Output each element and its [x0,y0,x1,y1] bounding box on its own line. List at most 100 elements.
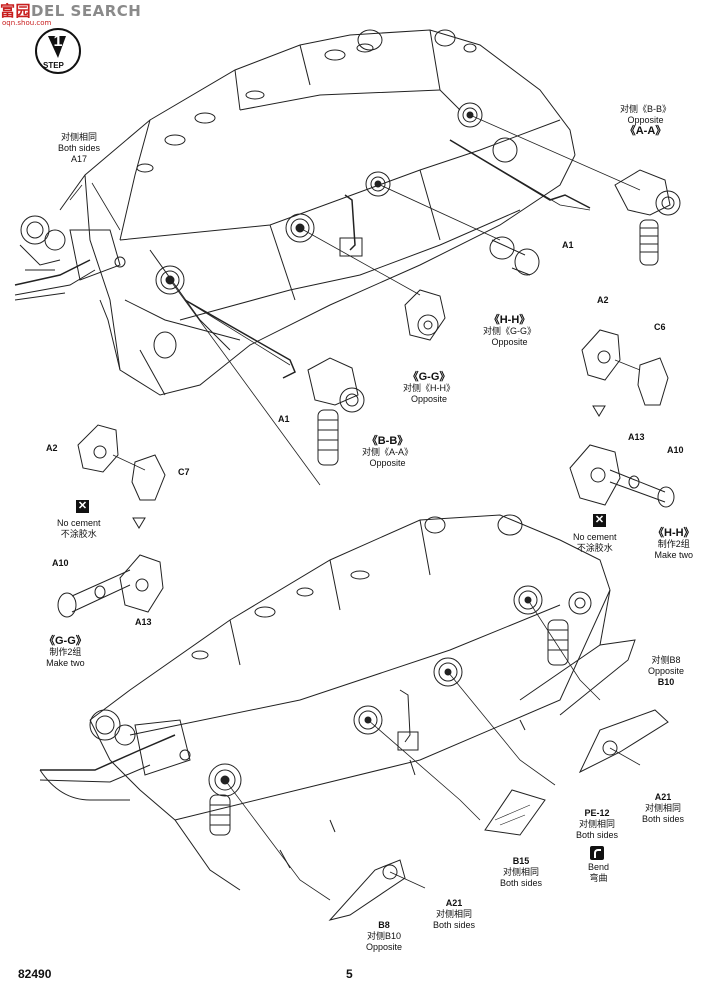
label-en: Both sides [642,814,685,824]
watermark-char: 园 [15,2,32,20]
label-en: No cement [573,532,617,542]
label-cn: 制作2组 [49,647,82,657]
watermark-char: 富 [0,2,16,20]
label-cn: 对侧相同 [436,909,473,919]
no-cement-icon: ✕ [593,514,606,527]
label-b8-b10: 对侧B8 Opposite B10 [648,655,684,688]
label-cn: 弯曲 [589,873,608,883]
label-en: Make two [46,658,85,668]
label-en: Opposite [369,458,406,468]
subassembly-hh-right [569,444,675,508]
part-number: B8 [378,920,390,930]
label-en: Opposite [410,394,448,404]
flow-arrow-left [132,517,146,529]
page-number: 5 [346,967,353,981]
part-a1-right: A1 [562,240,574,250]
label-hh-gg: 《H-H》 对侧《G-G》 Opposite [483,315,536,348]
label-ref: 《A-A》 [624,125,667,137]
part-number: A17 [71,154,88,164]
part-number: A21 [445,898,463,908]
part-a10-right: A10 [667,445,684,455]
label-en: No cement [57,518,101,528]
label-cn: 对侧《H-H》 [403,383,455,393]
fender-b10-right [578,709,669,774]
no-cement-icon: ✕ [76,500,89,513]
label-bb-aa-top: 对侧《B-B》 Opposite 《A-A》 [620,104,671,137]
idler-hh-top [489,236,540,276]
label-b15: B15 对侧相同 Both sides [500,856,542,889]
watermark-text: DEL [31,2,65,20]
label-hh-make: 《H-H》 制作2组 Make two [653,528,695,561]
label-cn: 对侧相同 [61,132,98,142]
part-number: A21 [654,792,672,802]
label-en: Opposite [491,337,528,347]
label-no-cement-right: No cement 不涂胶水 [573,532,617,554]
lower-hull [39,514,636,891]
label-en: Both sides [433,920,476,930]
label-a17-note: 对侧相同 Both sides A17 [58,132,100,165]
upper-hull [14,29,576,396]
step-number: 1 [54,33,63,50]
label-en: Opposite [648,666,685,676]
label-en: Both sides [500,878,543,888]
shock-absorber-top-left [307,357,365,466]
watermark-logo: 富园DEL SEARCH [0,0,141,21]
label-en: Both sides [58,143,101,153]
label-cn: 不涂胶水 [60,529,97,539]
watermark-url: oqn.shou.com [2,19,52,27]
part-number: B10 [657,677,675,687]
label-cn: 对侧《G-G》 [483,326,536,336]
part-a13-right: A13 [628,432,645,442]
label-a21-bottom: A21 对侧相同 Both sides [433,898,475,931]
label-ref: 《H-H》 [653,527,695,539]
shock-absorber-top-right [614,169,681,266]
label-no-cement-left: No cement 不涂胶水 [57,518,101,540]
part-a2-right: A2 [597,295,609,305]
part-c6: C6 [654,322,666,332]
part-c7: C7 [178,467,190,477]
label-cn: 对侧B8 [651,655,681,665]
label-bend: Bend 弯曲 [588,862,609,884]
part-number: PE-12 [584,808,610,818]
torsion-arms-top [184,139,591,379]
part-a2-left [77,424,166,501]
label-cn: 制作2组 [657,539,690,549]
label-en: Make two [654,550,694,560]
guide-lines-top [69,114,641,486]
road-wheel-hubs-top [155,29,483,295]
label-ref: 《G-G》 [407,371,451,383]
label-cn: 对侧《B-B》 [620,104,672,114]
label-cn: 对侧相同 [579,819,616,829]
label-cn: 对侧相同 [645,803,682,813]
label-a21-right: A21 对侧相同 Both sides [642,792,684,825]
label-en: Opposite [366,942,403,952]
idler-gg-top [404,289,446,341]
label-en: Both sides [576,830,619,840]
subassembly-gg-left [57,554,164,618]
part-a13-left: A13 [135,617,152,627]
label-cn: 对侧《A-A》 [362,447,414,457]
part-a2-left: A2 [46,443,58,453]
flow-arrow-right [592,405,606,417]
kit-number: 82490 [18,967,52,981]
label-bb-aa-bottom: 《B-B》 对侧《A-A》 Opposite [362,436,413,469]
label-pe12: PE-12 对侧相同 Both sides [576,808,618,841]
watermark-search: SEARCH [70,2,142,20]
guide-lines-bottom [224,599,641,901]
label-cn: 不涂胶水 [576,543,613,553]
fender-b8-bottom [328,859,406,921]
label-en: Opposite [627,115,664,125]
part-a1-left: A1 [278,414,290,424]
label-cn: 对侧相同 [503,867,540,877]
label-cn: 对侧B10 [367,931,402,941]
part-a2-top-right [581,329,669,406]
step-badge [35,28,81,74]
part-number: B15 [512,856,530,866]
bend-icon [590,846,604,860]
step-label: STEP [43,61,64,70]
part-a10-left: A10 [52,558,69,568]
fender-b15 [484,789,546,836]
label-b8-bottom: B8 对侧B10 Opposite [366,920,402,953]
label-ref: 《G-G》 [44,635,87,647]
